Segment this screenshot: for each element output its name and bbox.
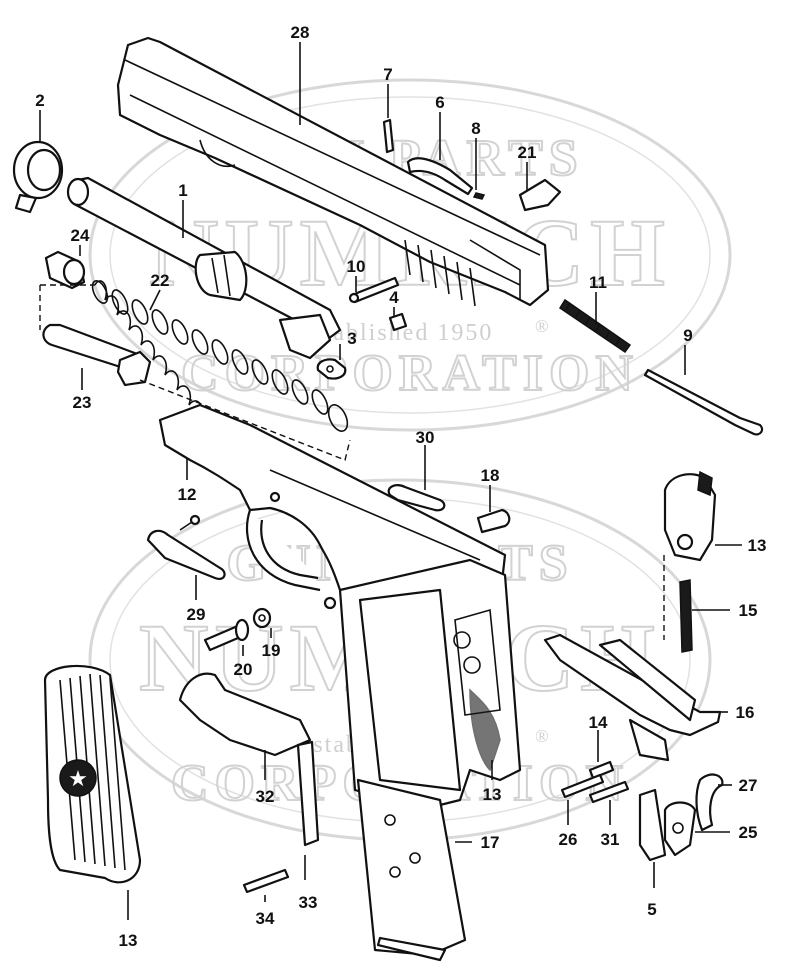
part-8-extractor-spring [472,192,486,200]
callout-31: 30 [416,428,435,447]
part-24-spring-guide [42,323,152,387]
callout-30: 29 [187,605,206,624]
callout-10: 10 [347,257,366,276]
callout-28: 27 [739,776,758,795]
part-4-link-pin [388,312,408,332]
part-31-magazine-catch [387,484,446,512]
callout-13-panel: 13 [119,931,138,950]
part-2-barrel-bushing [12,140,64,214]
watermark-registered-upper: ® [535,316,551,336]
part-29-slide [116,36,550,307]
callout-25: 24 [71,226,90,245]
watermark-line3-upper: CORPORATION [181,345,639,402]
callout-20: 19 [262,641,281,660]
callout-13-grip: 13 [483,785,502,804]
callout-3: 3 [347,329,356,348]
part-33-hammer [178,672,312,757]
part-16-hammer-spring [679,579,693,653]
part-10-firing-pin-retainer [348,276,400,304]
part-22-rear-sight [518,178,562,212]
callout-labels: 28 2 7 6 8 21 1 24 10 22 11 4 9 3 23 30 [35,23,766,950]
part-28-sear-spring [695,773,724,832]
part-3-barrel-link [316,358,347,380]
part-5-disconnector [638,788,667,862]
part-32-pin [588,780,630,804]
callout-6: 6 [435,93,444,112]
callout-27: 26 [559,830,578,849]
part-13-grip-panel: ★ [43,664,142,884]
part-14-hammer [663,470,717,562]
part-35-pin [242,868,290,894]
callout-2: 2 [35,91,44,110]
part-34-mainspring [296,740,320,847]
callout-26: 25 [739,823,758,842]
callout-29: 28 [291,23,310,42]
callout-22: 21 [518,143,537,162]
callout-1: 1 [178,181,187,200]
callout-35: 34 [256,909,275,928]
callout-11: 11 [589,273,607,292]
part-9-firing-pin [643,368,764,436]
part-18-magazine [356,778,467,962]
callout-17: 16 [736,703,755,722]
assembly-dashed-line-recoil [39,284,351,461]
callout-4: 4 [389,288,399,307]
part-20-screw-bushing [252,607,272,629]
part-30-trigger [146,514,226,580]
callout-16: 15 [739,601,758,620]
callout-33: 32 [256,787,275,806]
part-26-sear [663,801,697,857]
part-17-sear-assembly [543,633,722,762]
part-7-extractor-pin [382,118,395,154]
part-1-barrel [66,176,342,360]
callout-19: 18 [481,466,500,485]
part-27-pin [560,773,605,799]
callout-23: 22 [151,271,170,290]
callout-8: 8 [471,119,480,138]
callout-5: 5 [647,900,656,919]
part-11-firing-pin-spring [558,298,632,354]
part-19-pin [476,508,511,534]
callout-15: 14 [589,713,608,732]
svg-text:★: ★ [68,766,88,791]
callout-21: 20 [234,660,253,679]
watermark-registered-lower: ® [535,726,551,746]
callout-9: 9 [683,326,692,345]
callout-24: 23 [73,393,92,412]
part-25-bushing [44,250,86,290]
callout-32: 31 [601,830,620,849]
part-6-extractor [406,157,474,196]
part-13-grip-frame [338,558,522,812]
callout-14: 13 [748,536,767,555]
part-15-pin [588,760,615,780]
part-21-grip-screw [203,618,250,652]
callout-12: 12 [178,485,197,504]
callout-18: 17 [481,833,500,852]
callout-7: 7 [383,65,392,84]
callout-34: 33 [299,893,318,912]
